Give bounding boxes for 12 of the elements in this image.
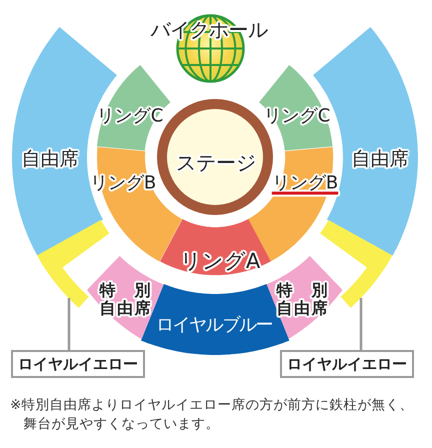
footnote: ※特別自由席よりロイヤルイエロー席の方が前方に鉄柱が無く、舞台が見やすくなっています。	[10, 396, 414, 434]
callout-label: ロイヤルイエロー	[11, 350, 145, 378]
section-label: リングA	[180, 248, 260, 274]
stage-label: ステージ	[176, 152, 256, 174]
section-label: 自由席	[352, 149, 408, 171]
callout-label: ロイヤルイエロー	[280, 350, 414, 378]
section-label: ロイヤルブルー	[156, 316, 272, 336]
section-label: 自由席	[22, 149, 78, 171]
section-label: 特別自由席	[276, 282, 328, 318]
leader-line	[360, 298, 362, 350]
section-label: 特別自由席	[99, 282, 151, 318]
leader-line	[68, 298, 70, 350]
